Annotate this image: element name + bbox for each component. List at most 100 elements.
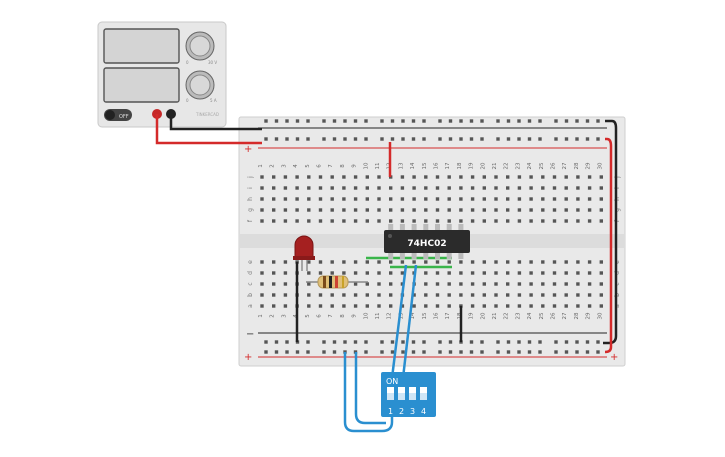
rail-hole[interactable] [295, 119, 300, 123]
hole[interactable] [447, 208, 451, 212]
hole[interactable] [389, 219, 393, 223]
hole[interactable] [517, 186, 522, 190]
hole[interactable] [412, 219, 416, 223]
rail-hole[interactable] [295, 137, 300, 141]
hole[interactable] [283, 271, 288, 275]
hole[interactable] [564, 208, 568, 212]
rail-hole[interactable] [596, 340, 600, 344]
rail-hole[interactable] [380, 340, 384, 344]
rail-hole[interactable] [496, 350, 500, 354]
hole[interactable] [459, 186, 463, 190]
hole[interactable] [552, 271, 557, 275]
rail-hole[interactable] [496, 340, 500, 344]
rail-hole[interactable] [411, 340, 416, 344]
hole[interactable] [564, 197, 568, 201]
hole[interactable] [365, 260, 369, 264]
hole[interactable] [494, 208, 498, 212]
hole[interactable] [587, 304, 592, 308]
hole[interactable] [283, 260, 288, 264]
hole[interactable] [506, 208, 510, 212]
rail-hole[interactable] [575, 350, 579, 354]
hole[interactable] [459, 271, 463, 275]
hole[interactable] [400, 186, 405, 190]
hole[interactable] [365, 219, 369, 223]
hole[interactable] [400, 304, 405, 308]
hole[interactable] [260, 186, 264, 190]
rail-hole[interactable] [480, 340, 484, 344]
hole[interactable] [529, 175, 533, 179]
hole[interactable] [365, 175, 369, 179]
rail-hole[interactable] [448, 340, 453, 344]
blue-wire-switch-2-rail[interactable] [354, 352, 386, 425]
hole[interactable] [435, 197, 440, 201]
rail-hole[interactable] [575, 340, 579, 344]
hole[interactable] [400, 271, 405, 275]
rail-hole[interactable] [274, 137, 279, 141]
hole[interactable] [353, 271, 358, 275]
red-led[interactable] [293, 235, 315, 271]
rail-hole[interactable] [364, 137, 368, 141]
hole[interactable] [506, 197, 510, 201]
hole[interactable] [283, 219, 288, 223]
hole[interactable] [587, 282, 592, 286]
hole[interactable] [330, 197, 334, 201]
hole[interactable] [599, 219, 603, 223]
hole[interactable] [330, 260, 334, 264]
rail-hole[interactable] [306, 350, 310, 354]
rail-bridge-red-wire[interactable] [604, 137, 613, 354]
hole[interactable] [424, 186, 428, 190]
hole[interactable] [365, 208, 369, 212]
hole[interactable] [424, 175, 428, 179]
hole[interactable] [459, 260, 463, 264]
rail-hole[interactable] [438, 119, 442, 123]
hole[interactable] [447, 260, 451, 264]
hole[interactable] [552, 197, 557, 201]
hole[interactable] [377, 282, 381, 286]
hole[interactable] [295, 219, 299, 223]
rail-hole[interactable] [274, 119, 279, 123]
hole[interactable] [377, 260, 381, 264]
hole[interactable] [342, 219, 346, 223]
hole[interactable] [470, 186, 475, 190]
hole[interactable] [470, 260, 475, 264]
rail-hole[interactable] [527, 119, 532, 123]
hole[interactable] [330, 293, 334, 297]
rail-hole[interactable] [264, 340, 268, 344]
hole[interactable] [494, 260, 498, 264]
hole[interactable] [272, 304, 276, 308]
hole[interactable] [552, 175, 557, 179]
hole[interactable] [494, 175, 498, 179]
hole[interactable] [517, 282, 522, 286]
rail-hole[interactable] [380, 119, 384, 123]
rail-hole[interactable] [422, 119, 426, 123]
hole[interactable] [400, 197, 405, 201]
hole[interactable] [564, 293, 568, 297]
hole[interactable] [283, 197, 288, 201]
hole[interactable] [564, 304, 568, 308]
hole[interactable] [552, 186, 557, 190]
hole[interactable] [400, 208, 405, 212]
rail-hole[interactable] [496, 137, 500, 141]
hole[interactable] [353, 175, 358, 179]
rail-hole[interactable] [343, 340, 347, 344]
hole[interactable] [318, 260, 323, 264]
hole[interactable] [260, 219, 264, 223]
hole[interactable] [260, 208, 264, 212]
hole[interactable] [342, 304, 346, 308]
rail-hole[interactable] [527, 350, 532, 354]
rail-hole[interactable] [459, 119, 463, 123]
rail-hole[interactable] [564, 137, 569, 141]
rail-hole[interactable] [459, 350, 463, 354]
hole[interactable] [272, 208, 276, 212]
blue-wire-input-b[interactable] [401, 264, 418, 379]
hole[interactable] [529, 282, 533, 286]
hole[interactable] [541, 271, 545, 275]
hole[interactable] [494, 186, 498, 190]
rail-hole[interactable] [332, 340, 337, 344]
hole[interactable] [447, 197, 451, 201]
breadboard-holes[interactable] [260, 119, 603, 354]
hole[interactable] [470, 208, 475, 212]
power-supply[interactable]: 0 30 V 0 5 A OFF TINKERCAD [97, 21, 227, 128]
rail-hole[interactable] [274, 340, 279, 344]
rail-hole[interactable] [480, 119, 484, 123]
